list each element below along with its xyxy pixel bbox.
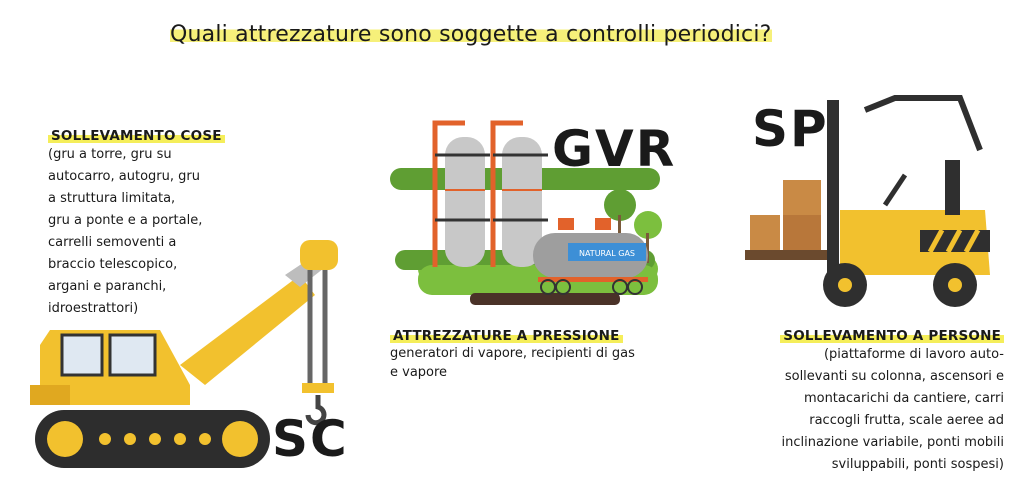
gvr-text-block: ATTREZZATURE A PRESSIONE generatori di v…	[390, 325, 635, 382]
description-line: inclinazione variabile, ponti mobili	[781, 435, 1005, 450]
sp-description: (piattaforme di lavoro auto-sollevanti s…	[780, 344, 1005, 476]
pressure-plant-illustration: NATURAL GAS	[390, 120, 662, 305]
tank-label: NATURAL GAS	[579, 249, 635, 258]
gvr-code: GVR	[552, 120, 677, 178]
page-title: Quali attrezzature sono soggette a contr…	[170, 22, 772, 47]
sc-text-block: SOLLEVAMENTO COSE (gru a torre, gru su au…	[48, 125, 225, 320]
description-line: gru a ponte e a portale,	[48, 213, 203, 228]
gvr-description: generatori di vapore, recipienti di gas e…	[390, 344, 635, 382]
description-line: braccio telescopico,	[48, 257, 178, 272]
description-line: montacarichi da cantiere, carri	[803, 391, 1004, 406]
sc-heading: SOLLEVAMENTO COSE	[48, 128, 225, 144]
description-line: e vapore	[390, 365, 448, 380]
description-line: sviluppabili, ponti sospesi)	[831, 457, 1004, 472]
description-line: argani e paranchi,	[48, 279, 167, 294]
description-line: (gru a torre, gru su	[48, 147, 172, 162]
sc-code: SC	[272, 410, 349, 468]
gvr-heading: ATTREZZATURE A PRESSIONE	[390, 328, 623, 344]
sp-text-block: SOLLEVAMENTO A PERSONE (piattaforme di l…	[780, 325, 1004, 476]
sp-heading: SOLLEVAMENTO A PERSONE	[780, 328, 1004, 344]
description-line: autocarro, autogru, gru	[48, 169, 200, 184]
description-line: a struttura limitata,	[48, 191, 176, 206]
sp-code: SP	[752, 100, 829, 158]
crane-illustration	[30, 240, 338, 468]
sc-description: (gru a torre, gru su autocarro, autogru, …	[48, 144, 225, 320]
description-line: (piattaforme di lavoro auto-	[823, 347, 1004, 362]
description-line: sollevanti su colonna, ascensori e	[784, 369, 1004, 384]
forklift-illustration	[745, 95, 990, 307]
description-line: generatori di vapore, recipienti di gas	[390, 346, 635, 361]
description-line: idroestrattori)	[48, 301, 139, 316]
description-line: carrelli semoventi a	[48, 235, 177, 250]
description-line: raccogli frutta, scale aeree ad	[809, 413, 1004, 428]
